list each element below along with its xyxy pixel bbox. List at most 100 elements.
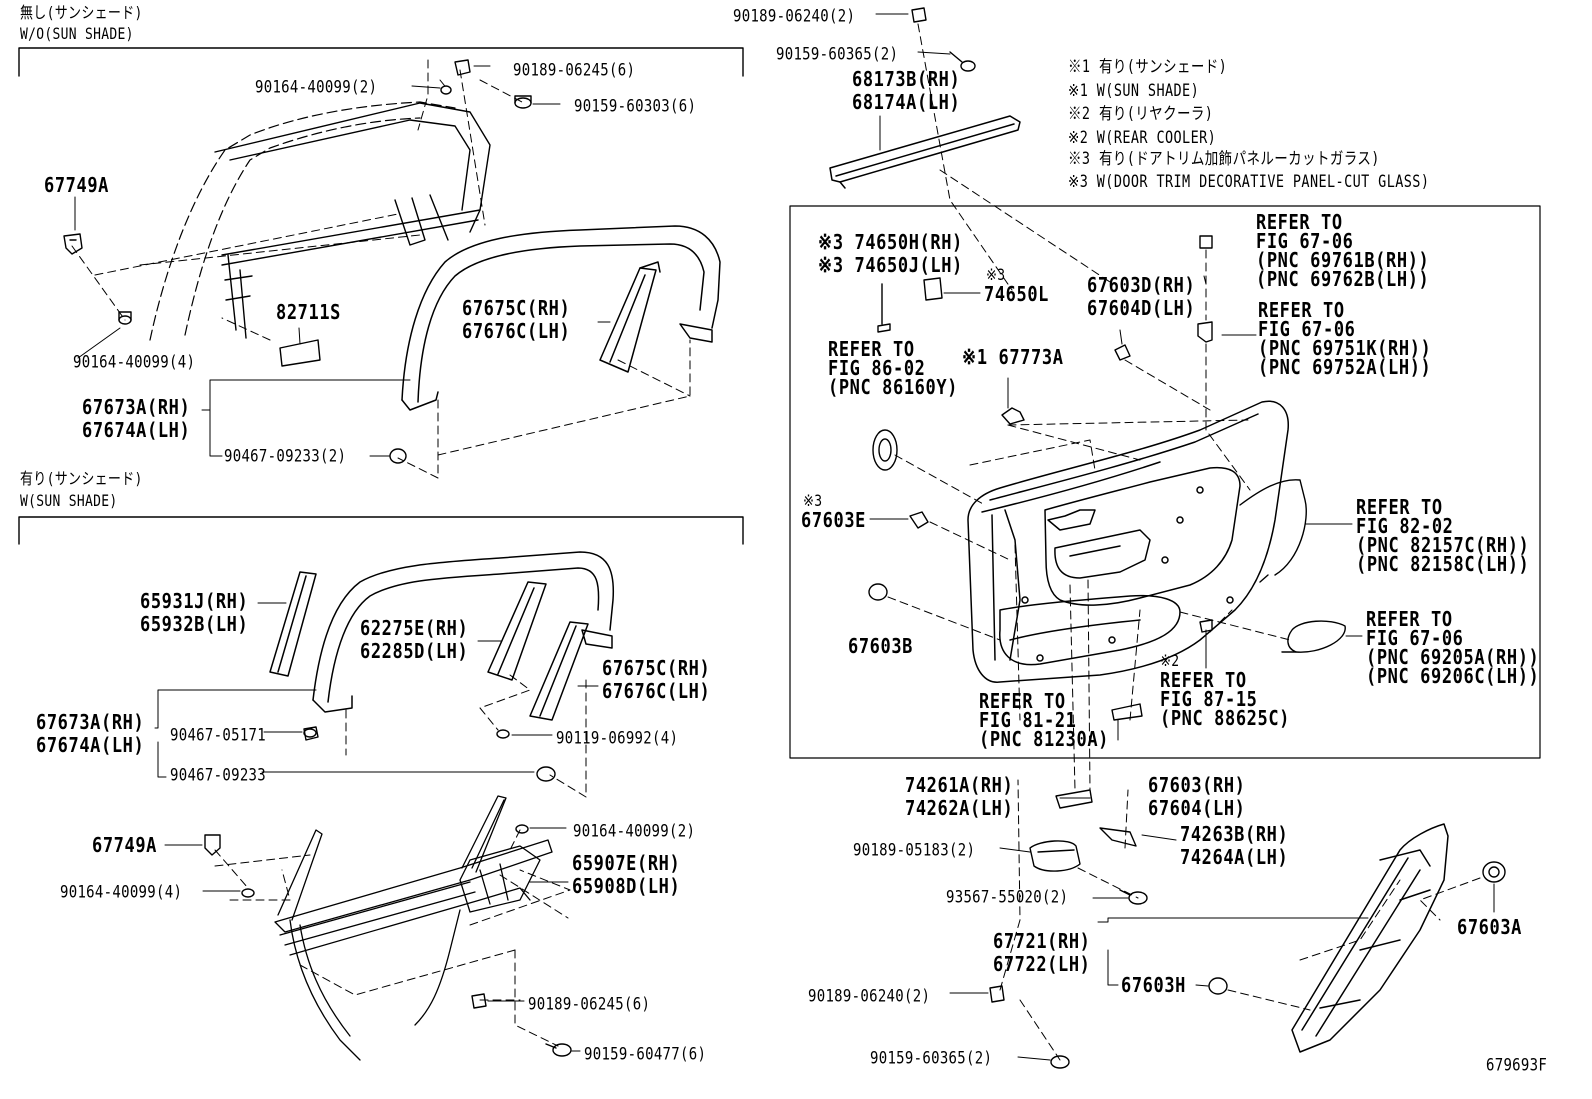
leader-lines-upper	[74, 65, 611, 457]
part-label-e02: 74262A(LH)	[905, 796, 1014, 821]
part-label-c01: 90189-06240(2)	[733, 6, 856, 27]
part-label-e03: 67603(RH)	[1148, 773, 1246, 798]
part-label-e01: 74261A(RH)	[905, 773, 1014, 798]
part-label-b14: 65907E(RH)	[572, 851, 681, 876]
dashed-leaders-panel	[887, 249, 1291, 791]
part-label-b18: 90159-60477(6)	[584, 1044, 707, 1065]
part-label-c02: 90159-60365(2)	[776, 44, 899, 65]
pillar-garnish-62275e	[487, 581, 547, 681]
part-label-d22: FIG 82-02	[1356, 514, 1454, 539]
part-label-b13: 67749A	[92, 833, 158, 858]
section-title-en-wo-sun-shade: W/O(SUN SHADE)	[20, 25, 134, 45]
bottom-parts-right	[989, 789, 1506, 1069]
part-label-b09: 90467-05171	[170, 725, 267, 746]
sash-garnish-65931j	[269, 571, 317, 677]
part-label-e10: 67722(LH)	[993, 952, 1091, 977]
part-label-d04: 74650L	[984, 282, 1050, 307]
part-label-d27: FIG 67-06	[1366, 626, 1464, 651]
part-label-d05: 67603D(RH)	[1087, 273, 1196, 298]
part-label-d31: REFER TO	[1160, 668, 1247, 693]
part-label-b12: 90164-40099(2)	[573, 821, 696, 842]
pillar-garnish-67675c-lower	[529, 621, 589, 721]
part-label-d35: FIG 81-21	[979, 708, 1077, 733]
part-label-e13: 90189-06240(2)	[808, 986, 931, 1007]
part-label-a08: 90164-40099(4)	[73, 352, 196, 373]
part-label-a02: 90189-06245(6)	[513, 60, 636, 81]
screw-90164-40099-2-upper	[440, 85, 452, 95]
section-frame-w-sun-shade	[18, 516, 744, 545]
part-label-e04: 67604(LH)	[1148, 796, 1246, 821]
armrest-67721	[1291, 823, 1449, 1053]
door-weatherstrip-67673a-upper	[401, 225, 721, 411]
part-label-d12: FIG 67-06	[1258, 317, 1356, 342]
part-label-e11: 67603A	[1457, 915, 1523, 940]
sunshade-assembly-65907e	[274, 795, 553, 1061]
legend-line: ※1 W(SUN SHADE)	[1068, 81, 1200, 102]
door-frame-outline-upper	[149, 101, 456, 341]
part-label-e05: 74263B(RH)	[1180, 822, 1289, 847]
part-label-b02: 65932B(LH)	[140, 612, 249, 637]
section-title-ja-w-sun-shade: 有り(サンシェード)	[20, 470, 143, 490]
leader-lines-panel	[869, 275, 1363, 741]
top-fasteners	[911, 7, 976, 72]
part-label-b11: 90467-09233	[170, 765, 267, 786]
part-label-e09: 67721(RH)	[993, 929, 1091, 954]
section-frame-wo-sun-shade	[18, 47, 744, 77]
part-label-d13: (PNC 69751K(RH))	[1258, 336, 1432, 361]
detail-frame-door-panel	[789, 205, 1541, 759]
legend-line: ※2 W(REAR COOLER)	[1068, 128, 1217, 149]
part-label-d01: ※3 74650H(RH)	[818, 230, 963, 255]
part-label-b05: 67675C(RH)	[602, 656, 711, 681]
part-label-c04: 68174A(LH)	[852, 90, 961, 115]
section-title-en-w-sun-shade: W(SUN SHADE)	[20, 492, 118, 512]
bolt-90164-40099-upper	[118, 311, 132, 325]
part-label-e15: 679693F	[1486, 1055, 1548, 1076]
legend-line: ※3 W(DOOR TRIM DECORATIVE PANEL-CUT GLAS…	[1068, 172, 1430, 193]
part-label-b16: 90164-40099(4)	[60, 882, 183, 903]
nut-90189-06245-upper	[454, 59, 471, 76]
door-weatherstrip-67673a-lower	[312, 551, 615, 713]
part-label-e08: 93567-55020(2)	[946, 887, 1069, 908]
part-label-d17: (PNC 86160Y)	[828, 375, 959, 400]
part-label-d21: REFER TO	[1356, 495, 1443, 520]
part-label-d03: ※3	[986, 266, 1006, 286]
part-label-d29: (PNC 69206C(LH))	[1366, 664, 1540, 689]
part-label-d32: FIG 87-15	[1160, 687, 1258, 712]
part-label-d34: REFER TO	[979, 689, 1066, 714]
part-label-e14: 90159-60365(2)	[870, 1048, 993, 1069]
part-label-d11: REFER TO	[1258, 298, 1345, 323]
part-label-d28: (PNC 69205A(RH))	[1366, 645, 1540, 670]
dashed-leaders-bottom	[999, 779, 1481, 1061]
legend-line: ※3 有り(ドアトリム加飾パネルーカットガラス)	[1068, 149, 1380, 170]
part-label-b03: 62275E(RH)	[360, 616, 469, 641]
part-label-d30: ※2	[1160, 652, 1180, 672]
part-label-e12: 67603H	[1121, 973, 1187, 998]
part-label-d15: REFER TO	[828, 337, 915, 362]
dashed-leaders-top	[917, 23, 1111, 291]
part-label-d14: (PNC 69752A(LH))	[1258, 355, 1432, 380]
part-label-d07: REFER TO	[1256, 210, 1343, 235]
pad-82711s	[279, 339, 321, 367]
door-trim-panel-67603	[967, 400, 1289, 683]
part-label-a07: 67676C(LH)	[462, 319, 571, 344]
door-glass-channel-upper	[214, 102, 491, 339]
part-label-b07: 67673A(RH)	[36, 710, 145, 735]
part-label-e06: 74264A(LH)	[1180, 845, 1289, 870]
part-label-d08: FIG 67-06	[1256, 229, 1354, 254]
fasteners-lower	[204, 726, 572, 1057]
part-label-d24: (PNC 82158C(LH))	[1356, 552, 1530, 577]
leader-lines-lower	[154, 602, 599, 1052]
pillar-garnish-67675c-upper	[599, 261, 661, 373]
bolt-90159-60303-upper	[514, 95, 532, 109]
part-label-c03: 68173B(RH)	[852, 67, 961, 92]
part-label-a09: 67673A(RH)	[82, 395, 191, 420]
part-label-a01: 90164-40099(2)	[255, 77, 378, 98]
belt-moulding-68173b	[829, 115, 1021, 189]
dashed-leaders-lower	[214, 674, 587, 1047]
section-title-ja-wo-sun-shade: 無し(サンシェード)	[20, 4, 143, 24]
part-label-a10: 67674A(LH)	[82, 418, 191, 443]
part-label-d10: (PNC 69762B(LH))	[1256, 267, 1430, 292]
part-label-d16: FIG 86-02	[828, 356, 926, 381]
part-label-b08: 67674A(LH)	[36, 733, 145, 758]
